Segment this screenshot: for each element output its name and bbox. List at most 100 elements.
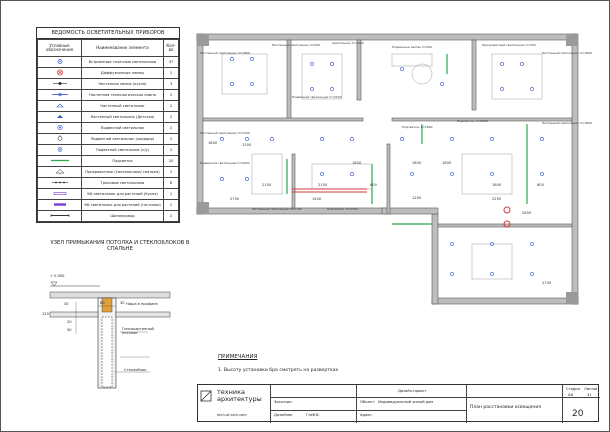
sheets-value: 31	[587, 393, 592, 397]
fixture-name: Подвесной светильник	[81, 122, 164, 134]
notes-title: ПРИМЕЧАНИЯ	[218, 354, 258, 360]
fixture-callout: Настенный светильник h=2100	[252, 207, 302, 211]
fixture-callout: Подвесной светильник h=2100	[292, 95, 342, 99]
header-name: Наименование элемента	[81, 39, 164, 57]
fixture-qty: 1	[163, 67, 179, 79]
fixture-symbol	[37, 155, 82, 167]
header-symbol: Условные обозначения	[37, 39, 82, 57]
fixture-row: УФ светильник для растений (гостиная)1	[37, 199, 179, 211]
fixture-callout: Прикроватный светильник h=500	[482, 43, 536, 47]
fixture-name: Трековые светильники	[81, 177, 164, 189]
recessed-light-symbol	[450, 137, 454, 141]
node-dim-4: 20	[67, 320, 72, 324]
object-value: Индивидуальный жилой дом	[378, 400, 434, 404]
fixture-row: Настенный светильник (Детская)2	[37, 111, 179, 123]
dimension-label: 1400	[312, 197, 322, 201]
fixture-callout: Подсветка, L=1800	[402, 125, 433, 129]
company-line-1: техника	[217, 388, 246, 396]
fixture-symbol	[37, 144, 82, 156]
fixture-callout: Подсветка, h=2300	[327, 207, 358, 211]
sheets-col-label: Листов	[584, 387, 598, 391]
fixture-qty: 2	[163, 166, 179, 178]
stage-col-label: Стадия	[566, 387, 580, 391]
fixture-qty: 2	[163, 89, 179, 101]
recessed-light-symbol	[270, 137, 274, 141]
tb-divider	[562, 385, 563, 423]
node-label-glass: Стеклоблок	[124, 368, 147, 372]
fixture-qty: 2	[163, 144, 179, 156]
recessed-light-symbol	[230, 82, 234, 86]
dimension-label: 1800	[208, 141, 218, 145]
dimension-label: 2750	[230, 197, 240, 201]
fixture-symbol	[37, 78, 82, 90]
led-strip-lines	[286, 54, 528, 225]
fixture-symbol	[37, 67, 82, 79]
recessed-light-symbol	[490, 272, 494, 276]
recessed-light-symbol	[220, 137, 224, 141]
fixture-name: УФ светильник для растений (Кухня)	[81, 188, 164, 200]
tb-divider	[270, 410, 466, 411]
fixture-qty: 8	[163, 177, 179, 189]
dimension-label: 600	[537, 183, 545, 187]
recessed-light-symbol	[530, 87, 534, 91]
fixture-name: Диффузионные лампы	[81, 67, 164, 79]
object-label: Объект:	[360, 400, 376, 404]
fixture-callout: Подсветка, h=2300	[457, 119, 488, 123]
node-dim-5: 30	[67, 328, 72, 332]
fixture-schedule-table: Условные обозначения Наименование элемен…	[37, 39, 179, 222]
fixture-callout: Настенный светильник h=500	[272, 43, 320, 47]
fixture-callout: Настенный светильник h=2100	[200, 131, 250, 135]
recessed-light-symbol	[540, 172, 544, 176]
walls	[196, 33, 579, 305]
fixture-name: Подвесной светильник (коридор)	[81, 133, 164, 145]
fixture-row: Настенная лампа (кухня)3	[37, 78, 179, 90]
led-strip-icon	[47, 157, 73, 164]
company-site: tech-of-arch.com	[217, 413, 247, 417]
dimension-label: 1200	[412, 196, 422, 200]
title-block: техника архитектуры tech-of-arch.com Зак…	[197, 384, 600, 423]
fixture-qty: 1	[163, 199, 179, 211]
recessed-light-symbol	[320, 137, 324, 141]
fixture-symbol	[37, 166, 82, 178]
tb-divider	[356, 385, 357, 423]
red-markers	[292, 188, 511, 228]
fixture-name: Подвесной светильник (с/у)	[81, 144, 164, 156]
dimension-label: 2700	[542, 281, 552, 285]
fixture-name: Настенный светильник	[81, 100, 164, 112]
recessed-light-symbol	[410, 172, 414, 176]
sheet-number: 20	[572, 409, 584, 419]
pendant-icon	[47, 124, 73, 131]
dimension-label: 2150	[262, 183, 272, 187]
fixture-name: Настенная лампа (кухня)	[81, 78, 164, 90]
recessed-light-symbol	[320, 172, 324, 176]
recessed-light-symbol	[245, 137, 249, 141]
recessed-light-symbol	[450, 272, 454, 276]
fixture-symbol	[37, 188, 82, 200]
recessed-light-symbol	[450, 172, 454, 176]
fixture-callout: Настенный светильник h=1800	[200, 51, 250, 55]
pendant-bath-icon	[47, 146, 73, 153]
fixture-symbol	[37, 100, 82, 112]
node-label-ceiling: Гипсокартонный потолок	[122, 327, 154, 335]
fixture-callout: Подвесной светильник h=2400	[200, 161, 250, 165]
recessed-light-symbol	[520, 62, 524, 66]
designer-value: Глеб В.	[306, 413, 320, 417]
fixture-name: Встроенные точечные светильники	[81, 56, 164, 68]
stage-label: Дизайн-проект	[398, 389, 427, 393]
dimension-label: 1800	[442, 161, 452, 165]
uv-living-icon	[47, 201, 73, 208]
recessed-light-symbol	[245, 177, 249, 181]
recessed-light-symbol	[400, 137, 404, 141]
fixture-qty: 2	[163, 111, 179, 123]
fixture-qty: 37	[163, 56, 179, 68]
fixture-qty: 3	[163, 78, 179, 90]
fixture-symbol	[37, 199, 82, 211]
fixture-name: Шинопровод	[81, 210, 164, 222]
tb-divider	[270, 385, 271, 423]
recessed-light-symbol	[250, 57, 254, 61]
recessed-light-symbol	[310, 87, 314, 91]
fixture-row: Прикроватные (Светильники/ спальня)2	[37, 166, 179, 178]
